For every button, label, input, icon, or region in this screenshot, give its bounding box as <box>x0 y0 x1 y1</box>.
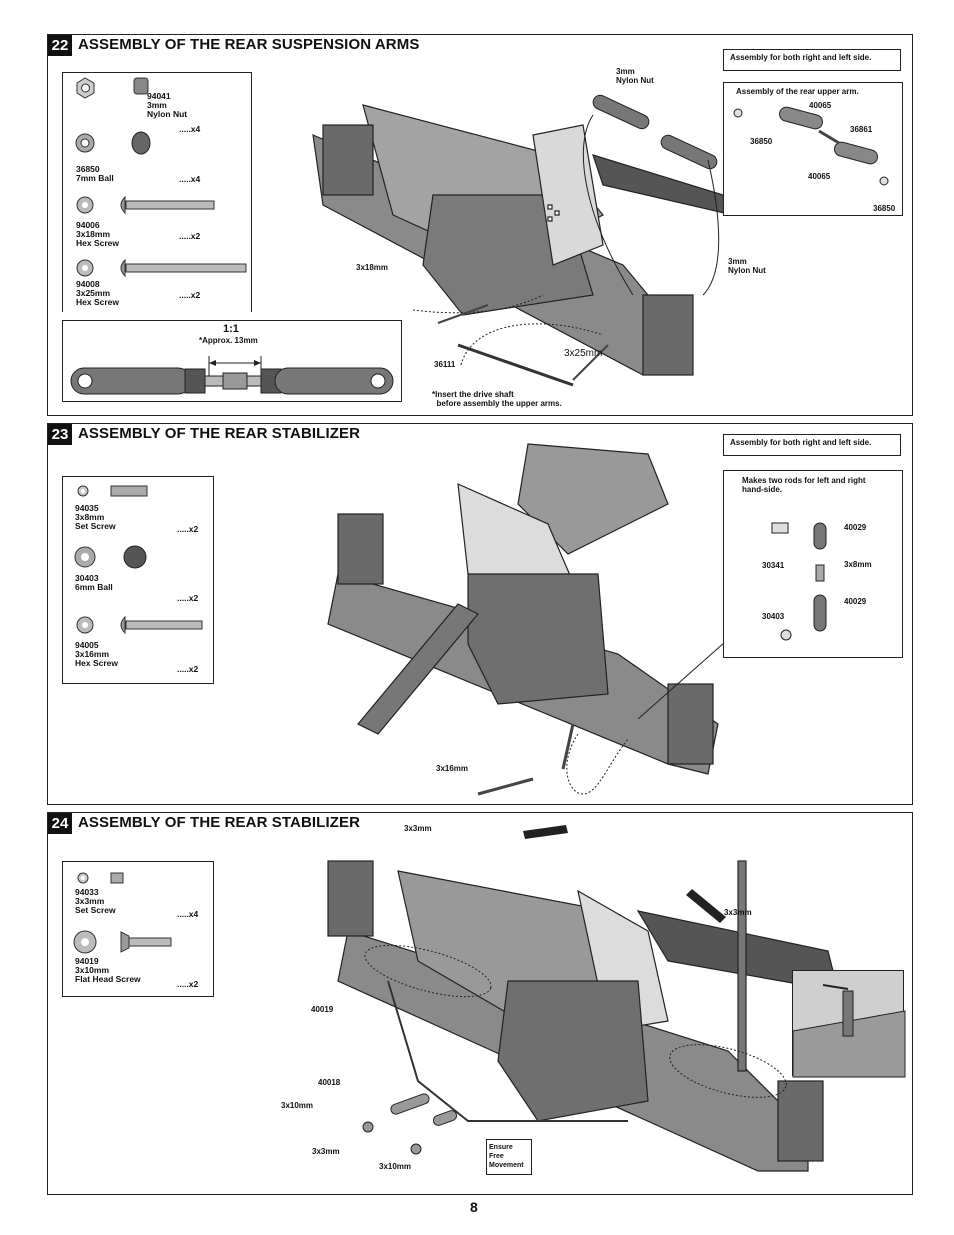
part-ref: 36850 <box>750 137 773 146</box>
step-title: ASSEMBLY OF THE REAR SUSPENSION ARMS <box>78 36 420 53</box>
set-screw-icon <box>74 485 203 635</box>
part-qty: .....x4 <box>179 174 201 184</box>
rod-title: Makes two rods for left and right hand-s… <box>742 476 866 494</box>
callout-drive-shaft: 36111 <box>434 360 456 369</box>
part-code: 94006 <box>76 220 100 230</box>
note-both-sides: Assembly for both right and left side. <box>723 434 901 456</box>
upper-arm-drawing <box>733 106 889 186</box>
part-ref: 36850 <box>873 204 896 213</box>
rod-box: Makes two rods for left and right hand-s… <box>723 470 903 658</box>
callout-screw: 3x10mm <box>281 1101 314 1110</box>
scale-approx: *Approx. 13mm <box>199 336 258 345</box>
ensure-box: Ensure Free Movement <box>486 1139 532 1175</box>
note-both-sides: Assembly for both right and left side. <box>723 49 901 71</box>
part-code: 94019 <box>75 956 99 966</box>
detail-drawing <box>792 984 906 1078</box>
part-name: Set Screw <box>75 905 116 915</box>
part-size: 3x10mm <box>75 965 110 975</box>
part-code: 94008 <box>76 279 100 289</box>
part-code: 94041 <box>147 91 171 101</box>
step-number: 23 <box>48 424 72 445</box>
part-qty: .....x2 <box>179 290 201 300</box>
callout-mount: 40018 <box>318 1078 341 1087</box>
upper-arm-title: Assembly of the rear upper arm. <box>736 87 859 96</box>
set-screw-icon <box>73 872 172 954</box>
part-ref: 36861 <box>850 125 873 134</box>
part-size: 3x8mm <box>75 512 105 522</box>
parts-list: 94035 3x8mm Set Screw .....x2 30403 6mm … <box>62 476 214 684</box>
step-title: ASSEMBLY OF THE REAR STABILIZER <box>78 425 361 442</box>
insert-note: *Insert the drive shaft before assembly … <box>432 390 562 408</box>
callout-screw: 3x16mm <box>436 764 469 773</box>
callout-screw: 3x25mm <box>564 348 603 359</box>
rod-drawing <box>771 522 827 641</box>
part-size: 3x18mm <box>76 229 111 239</box>
part-qty: .....x2 <box>177 979 199 989</box>
parts-list: 94033 3x3mm Set Screw .....x4 94019 3x10… <box>62 861 214 997</box>
scale-label: 1:1 <box>223 323 239 335</box>
ensure-note: Ensure Free Movement <box>489 1144 524 1169</box>
part-ref: 3x8mm <box>844 560 872 569</box>
part-size: 3x3mm <box>75 896 105 906</box>
part-qty: .....x2 <box>177 593 199 603</box>
nylon-nut-icon <box>75 77 247 278</box>
part-size: 7mm Ball <box>76 173 114 183</box>
part-ref: 40065 <box>808 172 831 181</box>
callout-set-screw: 3x3mm <box>404 824 432 833</box>
part-size: 3mm <box>147 100 167 110</box>
page-number: 8 <box>470 1199 478 1215</box>
part-code: 30403 <box>75 573 99 583</box>
detail-inset <box>792 970 906 1078</box>
part-code: 94033 <box>75 887 99 897</box>
step-title: ASSEMBLY OF THE REAR STABILIZER <box>78 814 361 831</box>
part-name: Hex Screw <box>76 238 119 248</box>
step-24-panel: 24 ASSEMBLY OF THE REAR STABILIZER 94033… <box>47 812 913 1195</box>
parts-list: 94041 3mm Nylon Nut .....x4 36850 7mm Ba… <box>62 72 252 312</box>
part-name: Hex Screw <box>75 658 118 668</box>
rear-stabilizer-drawing <box>327 443 769 796</box>
step-number: 24 <box>48 813 72 834</box>
callout-screw: 3x18mm <box>356 263 389 272</box>
step-22-panel: 22 ASSEMBLY OF THE REAR SUSPENSION ARMS … <box>47 34 913 416</box>
part-code: 94035 <box>75 503 99 513</box>
part-code: 94005 <box>75 640 99 650</box>
stabilizer-bar-drawing <box>327 825 839 1172</box>
callout-bar: 40019 <box>311 1005 334 1014</box>
part-name: Nylon Nut <box>147 109 188 119</box>
part-ref: 30403 <box>762 612 785 621</box>
callout-set-screw: 3x3mm <box>312 1147 340 1156</box>
callout-nylon-nut: 3mm Nylon Nut <box>728 257 766 275</box>
step-number: 22 <box>48 35 72 56</box>
part-qty: .....x2 <box>177 524 199 534</box>
rear-suspension-drawing <box>312 94 759 387</box>
callout-set-screw: 3x3mm <box>724 908 752 917</box>
scale-box: 1:1 *Approx. 13mm <box>62 320 402 402</box>
part-qty: .....x2 <box>179 231 201 241</box>
part-name: Hex Screw <box>76 297 119 307</box>
turnbuckle-drawing <box>70 356 394 395</box>
callout-screw: 3x10mm <box>379 1162 412 1171</box>
step-23-panel: 23 ASSEMBLY OF THE REAR STABILIZER 94035… <box>47 423 913 805</box>
part-ref: 40029 <box>844 597 867 606</box>
part-size: 3x25mm <box>76 288 111 298</box>
part-ref: 40029 <box>844 523 867 532</box>
part-code: 36850 <box>76 164 100 174</box>
part-qty: .....x2 <box>177 664 199 674</box>
part-name: Flat Head Screw <box>75 974 141 984</box>
callout-nylon-nut: 3mm Nylon Nut <box>616 67 654 85</box>
part-qty: .....x4 <box>179 124 201 134</box>
part-size: 3x16mm <box>75 649 110 659</box>
upper-arm-box: Assembly of the rear upper arm. 40065 36… <box>723 82 903 216</box>
part-name: Set Screw <box>75 521 116 531</box>
part-ref: 30341 <box>762 561 785 570</box>
part-qty: .....x4 <box>177 909 199 919</box>
part-size: 6mm Ball <box>75 582 113 592</box>
part-ref: 40065 <box>809 101 832 110</box>
